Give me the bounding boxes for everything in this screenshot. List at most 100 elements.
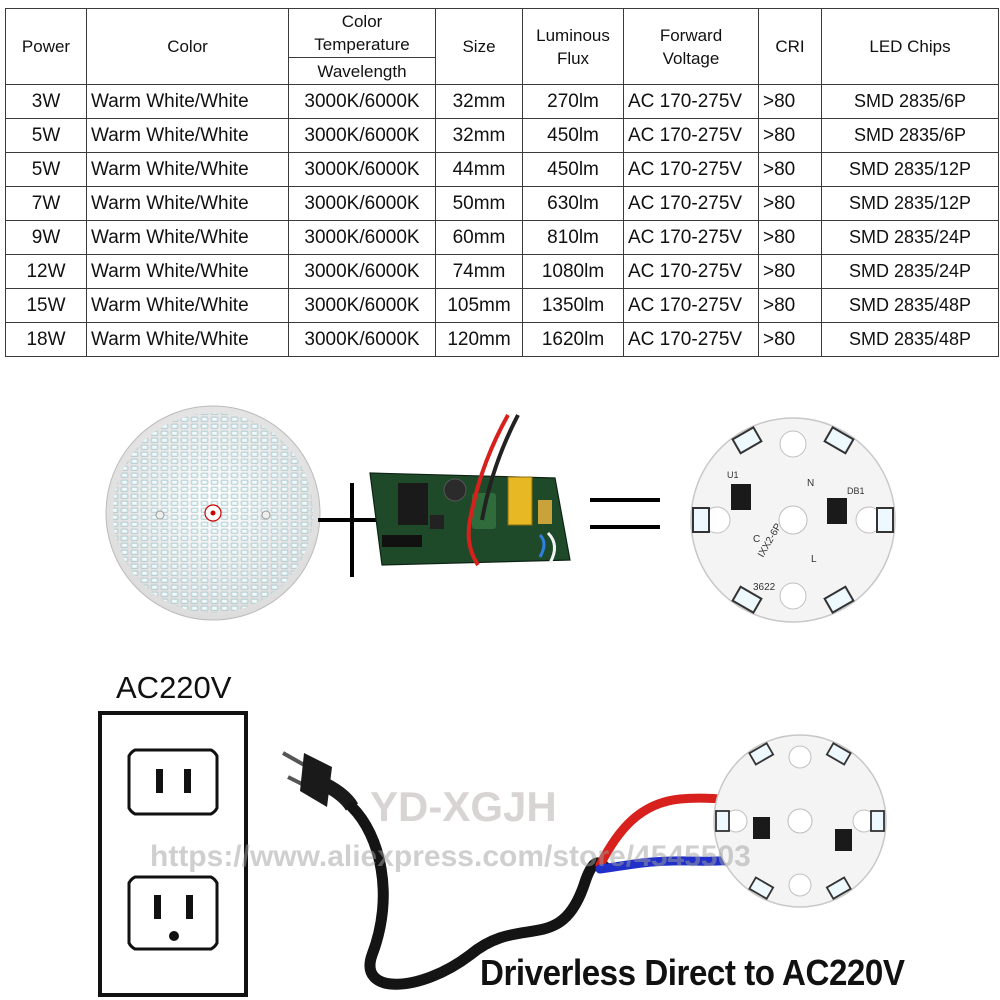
cell-luminous-flux: 1620lm xyxy=(522,322,624,357)
cell-size: 50mm xyxy=(435,186,523,221)
cell-luminous-flux: 1080lm xyxy=(522,254,624,289)
cell-size: 105mm xyxy=(435,288,523,323)
cell-color-temperature: 3000K/6000K xyxy=(288,254,436,289)
cell-led-chips: SMD 2835/12P xyxy=(821,186,999,221)
wall-outlet xyxy=(98,711,248,997)
header-luminous-flux: Luminous Flux xyxy=(522,8,624,85)
cell-color-temperature: 3000K/6000K xyxy=(288,220,436,255)
cell-cri: >80 xyxy=(758,118,822,153)
driver-ic-left xyxy=(731,484,751,510)
cell-color-temperature: 3000K/6000K xyxy=(288,288,436,323)
cell-color: Warm White/White xyxy=(86,220,289,255)
equals-sign xyxy=(590,498,660,529)
cell-cri: >80 xyxy=(758,288,822,323)
cell-power: 3W xyxy=(5,84,87,119)
header-color-temperature-line1: Color xyxy=(341,12,383,31)
wiring-illustration xyxy=(98,711,887,997)
cell-power: 7W xyxy=(5,186,87,221)
cell-luminous-flux: 270lm xyxy=(522,84,624,119)
transformer xyxy=(398,483,428,525)
cell-color-temperature: 3000K/6000K xyxy=(288,84,436,119)
power-plug xyxy=(282,751,359,811)
cell-power: 5W xyxy=(5,152,87,187)
cell-color: Warm White/White xyxy=(86,288,289,323)
header-flux-line2: Flux xyxy=(556,48,590,68)
cell-cri: >80 xyxy=(758,152,822,187)
cell-color: Warm White/White xyxy=(86,186,289,221)
board-mark-db1: DB1 xyxy=(847,486,865,496)
cell-cri: >80 xyxy=(758,84,822,119)
cell-size: 32mm xyxy=(435,84,523,119)
cell-color: Warm White/White xyxy=(86,254,289,289)
cell-forward-voltage: AC 170-275V xyxy=(623,84,759,119)
header-color: Color xyxy=(86,8,289,85)
cell-color-temperature: 3000K/6000K xyxy=(288,118,436,153)
cell-power: 5W xyxy=(5,118,87,153)
header-led-chips: LED Chips xyxy=(821,8,999,85)
kit-illustration: U1 DB1 IXX2-6P 3622 N L C xyxy=(105,405,896,623)
cell-forward-voltage: AC 170-275V xyxy=(623,254,759,289)
cell-forward-voltage: AC 170-275V xyxy=(623,152,759,187)
table-subheader-row: Wavelength xyxy=(6,57,999,85)
cell-luminous-flux: 1350lm xyxy=(522,288,624,323)
header-voltage-line1: Forward xyxy=(659,25,723,45)
cell-color-temperature: 3000K/6000K xyxy=(288,152,436,187)
large-led-board xyxy=(105,405,321,621)
cell-size: 120mm xyxy=(435,322,523,357)
cell-forward-voltage: AC 170-275V xyxy=(623,322,759,357)
cell-color: Warm White/White xyxy=(86,118,289,153)
wiring-caption: Driverless Direct to AC220V xyxy=(480,952,905,993)
cell-color: Warm White/White xyxy=(86,322,289,357)
driver-ic-right xyxy=(827,498,847,524)
cell-size: 44mm xyxy=(435,152,523,187)
cell-cri: >80 xyxy=(758,322,822,357)
spec-table: Power Color Color Temperature Size Lumin… xyxy=(5,8,999,357)
plus-sign xyxy=(318,483,378,577)
header-cri: CRI xyxy=(758,8,822,85)
cell-cri: >80 xyxy=(758,220,822,255)
cell-forward-voltage: AC 170-275V xyxy=(623,186,759,221)
cell-forward-voltage: AC 170-275V xyxy=(623,288,759,323)
cell-forward-voltage: AC 170-275V xyxy=(623,220,759,255)
cell-color-temperature: 3000K/6000K xyxy=(288,322,436,357)
driver-red-lead xyxy=(466,414,510,567)
header-color-temperature-line2: Temperature xyxy=(314,35,410,54)
cell-size: 60mm xyxy=(435,220,523,255)
wired-led-board xyxy=(713,734,887,908)
cell-power: 18W xyxy=(5,322,87,357)
cell-luminous-flux: 450lm xyxy=(522,118,624,153)
cell-led-chips: SMD 2835/48P xyxy=(821,322,999,357)
table-header-row: Power Color Color Temperature Size Lumin… xyxy=(5,8,999,85)
cell-color: Warm White/White xyxy=(86,152,289,187)
cell-cri: >80 xyxy=(758,186,822,221)
cell-size: 32mm xyxy=(435,118,523,153)
outlet-socket-upper xyxy=(127,748,219,816)
header-size: Size xyxy=(435,8,523,85)
cell-color-temperature: 3000K/6000K xyxy=(288,186,436,221)
integrated-led-board: U1 DB1 IXX2-6P 3622 N L C xyxy=(690,417,896,623)
cell-led-chips: SMD 2835/48P xyxy=(821,288,999,323)
cell-luminous-flux: 810lm xyxy=(522,220,624,255)
cell-led-chips: SMD 2835/6P xyxy=(821,118,999,153)
header-power: Power xyxy=(5,8,87,85)
cell-luminous-flux: 630lm xyxy=(522,186,624,221)
board-label-bottom: 3622 xyxy=(753,582,776,593)
outlet-socket-lower xyxy=(127,875,219,951)
power-cable xyxy=(346,801,611,990)
header-forward-voltage: Forward Voltage xyxy=(623,8,759,85)
cell-size: 74mm xyxy=(435,254,523,289)
header-wavelength: Wavelength xyxy=(288,57,436,85)
cell-led-chips: SMD 2835/6P xyxy=(821,84,999,119)
cell-power: 12W xyxy=(5,254,87,289)
cell-color: Warm White/White xyxy=(86,84,289,119)
header-color-temperature: Color Temperature xyxy=(288,8,436,58)
